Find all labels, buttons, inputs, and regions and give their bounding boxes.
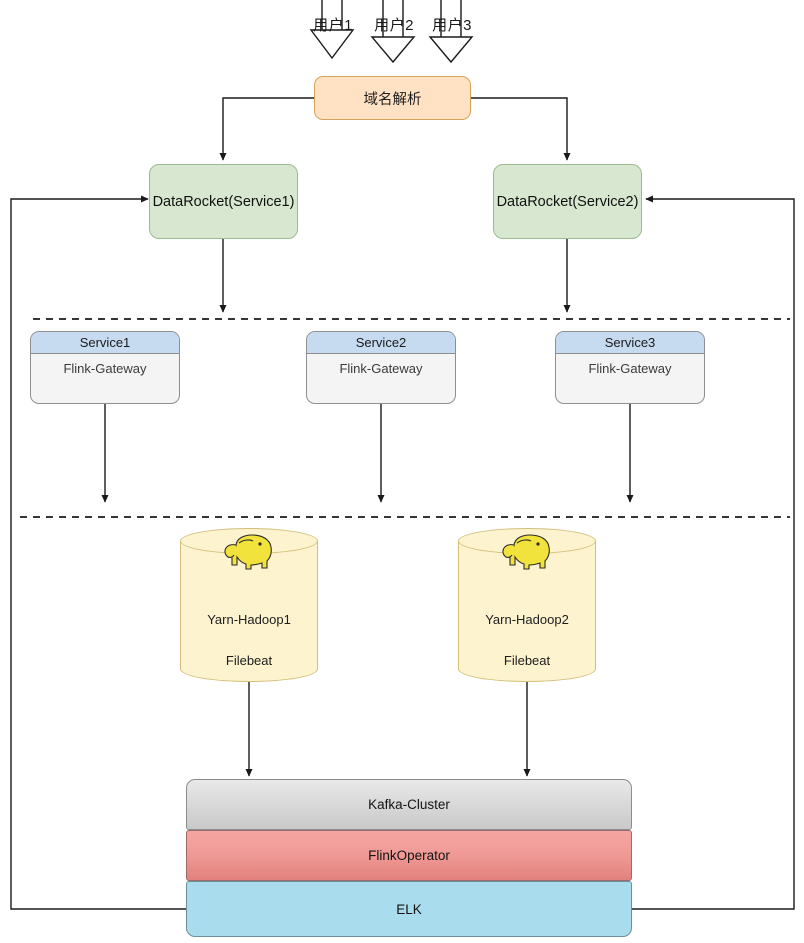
gateway-card-service1-subtitle: Flink-Gateway — [63, 361, 147, 376]
gateway-card-service1-header: Service1 — [31, 332, 179, 354]
edge-elk-feedback-right — [632, 195, 795, 910]
kafka-cluster-label: Kafka-Cluster — [368, 797, 450, 812]
gateway-card-service2[interactable]: Service2 Flink-Gateway — [306, 331, 456, 404]
gateway-card-service3-header: Service3 — [556, 332, 704, 354]
flink-operator-bar[interactable]: FlinkOperator — [186, 830, 632, 881]
user-label-1: 用户1 — [305, 14, 361, 34]
yarn-hadoop1-cylinder[interactable]: Yarn-Hadoop1 Filebeat — [180, 528, 318, 682]
gateway-card-service2-body: Flink-Gateway — [307, 354, 455, 403]
datarocket-service1-label: DataRocket(Service1) — [152, 193, 295, 210]
datarocket-service2-node[interactable]: DataRocket(Service2) — [493, 164, 642, 239]
datarocket-service1-node[interactable]: DataRocket(Service1) — [149, 164, 298, 239]
gateway-card-service3[interactable]: Service3 Flink-Gateway — [555, 331, 705, 404]
yarn-hadoop1-name: Yarn-Hadoop1 — [207, 612, 291, 627]
elk-label: ELK — [396, 901, 422, 917]
flink-operator-label: FlinkOperator — [368, 848, 450, 863]
user-2-text: 用户2 — [374, 16, 414, 34]
user-label-2: 用户2 — [366, 14, 422, 34]
edge-elk-feedback-left — [10, 195, 186, 910]
gateway-card-service3-title: Service3 — [604, 335, 656, 350]
gateway-card-service2-title: Service2 — [355, 335, 407, 350]
edge-dns-to-rocket2 — [470, 97, 571, 161]
gateway-card-service1[interactable]: Service1 Flink-Gateway — [30, 331, 180, 404]
elk-bar[interactable]: ELK — [186, 881, 632, 937]
gateway-card-service3-body: Flink-Gateway — [556, 354, 704, 403]
edge-dns-to-rocket1 — [219, 97, 314, 161]
hadoop-elephant-icon — [502, 534, 550, 570]
gateway-card-service3-subtitle: Flink-Gateway — [588, 361, 672, 376]
user-label-3: 用户3 — [424, 14, 480, 34]
user-3-text: 用户3 — [432, 16, 472, 34]
dns-resolution-node[interactable]: 域名解析 — [314, 76, 471, 120]
gateway-card-service2-header: Service2 — [307, 332, 455, 354]
hadoop-elephant-icon — [224, 534, 272, 570]
yarn-hadoop2-cylinder[interactable]: Yarn-Hadoop2 Filebeat — [458, 528, 596, 682]
yarn-hadoop2-name: Yarn-Hadoop2 — [485, 612, 569, 627]
datarocket-service2-label: DataRocket(Service2) — [496, 193, 639, 210]
gateway-card-service1-body: Flink-Gateway — [31, 354, 179, 403]
gateway-card-service2-subtitle: Flink-Gateway — [339, 361, 423, 376]
yarn-hadoop2-agent: Filebeat — [503, 653, 551, 668]
kafka-cluster-bar[interactable]: Kafka-Cluster — [186, 779, 632, 830]
gateway-card-service1-title: Service1 — [79, 335, 131, 350]
yarn-hadoop1-agent: Filebeat — [225, 653, 273, 668]
dns-label: 域名解析 — [363, 91, 422, 108]
user-1-text: 用户1 — [313, 16, 353, 34]
